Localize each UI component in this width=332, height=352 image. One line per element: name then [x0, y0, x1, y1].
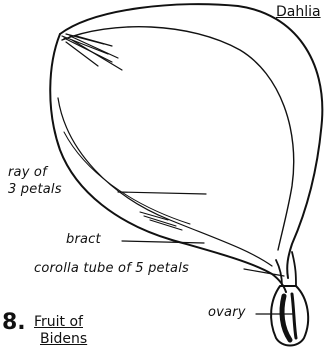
figure-caption: Fruit of Bidens [34, 314, 87, 348]
label-ovary: ovary [208, 305, 246, 320]
bract-hatching [140, 212, 182, 230]
figure-caption-line1: Fruit of [34, 314, 87, 331]
figure-title: Dahlia [276, 4, 321, 20]
figure-number: 8. [2, 311, 26, 335]
label-ray-line1: ray of [8, 165, 47, 180]
ovary-shading-2 [292, 294, 296, 338]
label-bract: bract [66, 232, 101, 247]
ray-petal-inner-fold [62, 27, 294, 250]
label-ray-line2: 3 petals [8, 182, 62, 197]
ovary-shading [282, 296, 290, 340]
figure-caption-line2: Bidens [34, 331, 87, 348]
leader-bract [122, 241, 204, 243]
label-corolla-tube: corolla tube of 5 petals [34, 261, 189, 276]
ray-petal-vein-2 [64, 132, 190, 224]
petal-hatching [62, 34, 122, 70]
leader-ray [118, 192, 206, 194]
